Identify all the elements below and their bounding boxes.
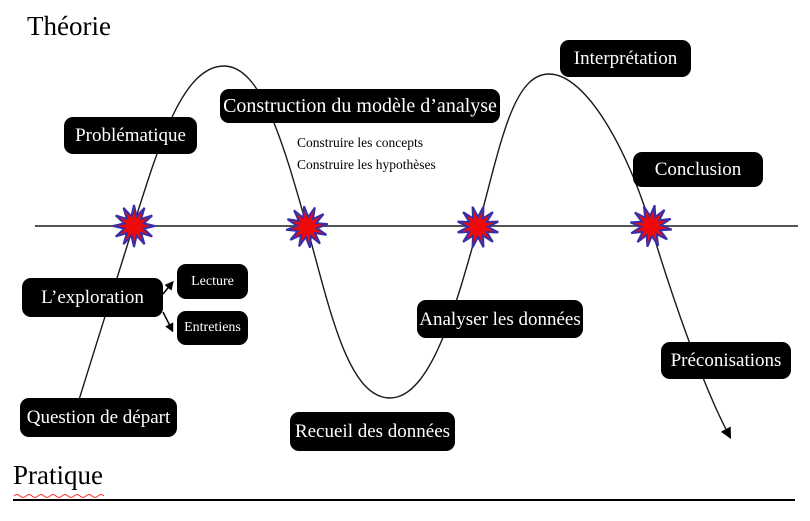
stage-question-de-depart: Question de départ	[20, 398, 177, 437]
stage-interpretation: Interprétation	[560, 40, 691, 77]
stage-problematique: Problématique	[64, 117, 197, 154]
note-construire-les-concepts: Construire les concepts	[297, 135, 423, 150]
pratique-label: Pratique	[13, 460, 103, 490]
stage-conclusion: Conclusion	[633, 152, 763, 187]
stage-preconisations: Préconisations	[661, 342, 791, 379]
stage-exploration: L’exploration	[22, 278, 163, 317]
stage-lecture: Lecture	[177, 264, 248, 299]
arrow-to-lecture	[162, 280, 174, 295]
stage-construction-du-modele-danalyse: Construction du modèle d’analyse	[220, 89, 500, 123]
stage-analyser-les-donnees: Analyser les données	[417, 300, 583, 338]
crossing-burst-1	[112, 204, 156, 248]
theorie-label: Théorie	[27, 11, 111, 41]
pratique-wavy-underline	[13, 494, 105, 498]
stage-entretiens: Entretiens	[177, 311, 248, 345]
note-construire-les-hypotheses: Construire les hypothèses	[297, 157, 436, 172]
stage-recueil-des-donnees: Recueil des données	[290, 412, 455, 451]
arrow-to-entretiens	[162, 311, 174, 333]
